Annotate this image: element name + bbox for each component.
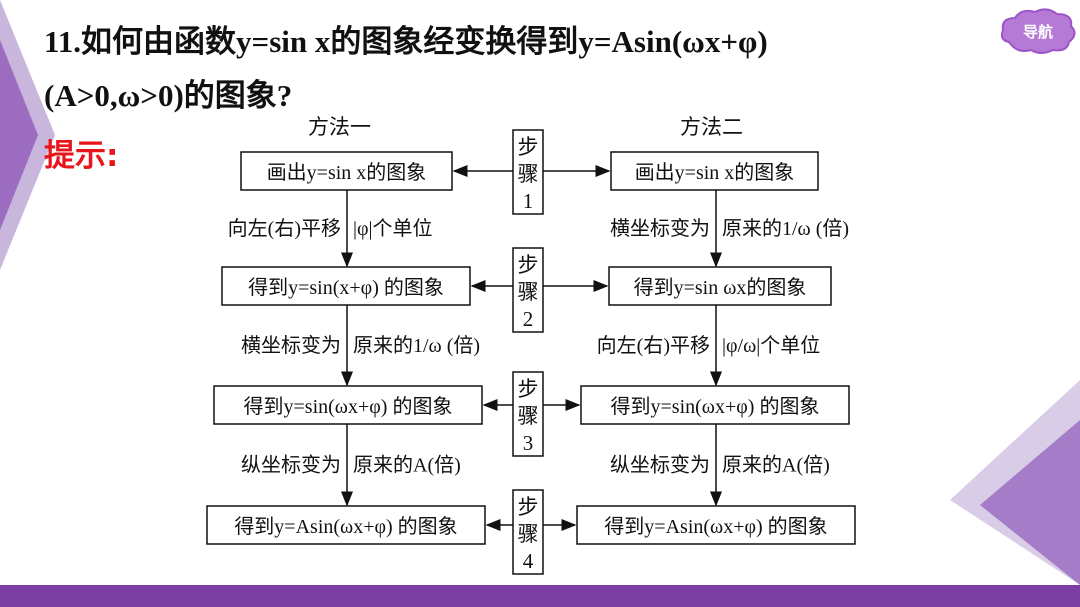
navigation-button[interactable]: 导航 [997, 6, 1079, 56]
method2-step3-text: 得到y=sin(ωx+φ) 的图象 [611, 395, 820, 418]
step1-char-1: 步 [518, 135, 539, 159]
method1-transform-3-action: 纵坐标变为 [241, 454, 341, 477]
method2-title: 方法二 [680, 115, 743, 139]
method2-transform-1-action: 横坐标变为 [610, 217, 710, 240]
method1-step3-box [213, 385, 483, 425]
bottom-bar [0, 585, 1080, 607]
question-line-1: 11.如何由函数y=sin x的图象经变换得到y=Asin(ωx+φ) [44, 24, 768, 59]
method1-step1-text: 画出y=sin x的图象 [267, 161, 427, 184]
method2-step3-box [580, 385, 850, 425]
cloud-icon [1000, 8, 1076, 54]
question-line-2: (A>0,ω>0)的图象? [44, 78, 293, 113]
left-triangle-decoration [0, 0, 55, 270]
method1-transform-2-amount: 原来的1/ω (倍) [353, 334, 480, 357]
method2-transform-1-amount: 原来的1/ω (倍) [722, 217, 849, 240]
step3-char-2: 骤 [518, 404, 539, 428]
method1-transform-3-amount: 原来的A(倍) [353, 454, 461, 477]
step3-char-1: 步 [518, 377, 539, 401]
method1-transform-1-action: 向左(右)平移 [228, 217, 341, 240]
method1-step3-text: 得到y=sin(ωx+φ) 的图象 [244, 395, 453, 418]
hint-label: 提示: [44, 138, 119, 174]
step2-box [512, 247, 544, 333]
step3-char-3: 3 [523, 431, 534, 455]
method2-transform-2-amount: |φ/ω|个单位 [722, 334, 820, 357]
step2-char-3: 2 [523, 307, 534, 331]
step1-box [512, 129, 544, 215]
step1-char-2: 骤 [518, 162, 539, 186]
method2-step1-box [610, 151, 819, 191]
method2-step4-box [576, 505, 856, 545]
method2-transform-2-action: 向左(右)平移 [597, 334, 710, 357]
method1-transform-2-action: 横坐标变为 [241, 334, 341, 357]
step4-char-3: 4 [523, 549, 534, 573]
method2-transform-3-action: 纵坐标变为 [610, 454, 710, 477]
step2-char-2: 骤 [518, 280, 539, 304]
step2-char-1: 步 [518, 253, 539, 277]
right-triangle-decoration [950, 380, 1080, 585]
method1-step2-box [221, 266, 471, 306]
method2-step1-text: 画出y=sin x的图象 [635, 161, 795, 184]
step4-box [512, 489, 544, 575]
step3-box [512, 371, 544, 457]
method2-transform-3-amount: 原来的A(倍) [722, 454, 830, 477]
method1-transform-1-amount: |φ|个单位 [353, 217, 433, 240]
method1-step2-text: 得到y=sin(x+φ) 的图象 [248, 276, 444, 299]
navigation-label: 导航 [1022, 23, 1053, 41]
method2-step2-box [608, 266, 832, 306]
step4-char-1: 步 [518, 495, 539, 519]
step1-char-3: 1 [523, 189, 534, 213]
method1-title: 方法一 [308, 115, 371, 139]
step4-char-2: 骤 [518, 522, 539, 546]
method2-step2-text: 得到y=sin ωx的图象 [634, 276, 807, 299]
method2-step4-text: 得到y=Asin(ωx+φ) 的图象 [604, 515, 827, 538]
method1-step4-text: 得到y=Asin(ωx+φ) 的图象 [234, 515, 457, 538]
method1-step4-box [206, 505, 486, 545]
